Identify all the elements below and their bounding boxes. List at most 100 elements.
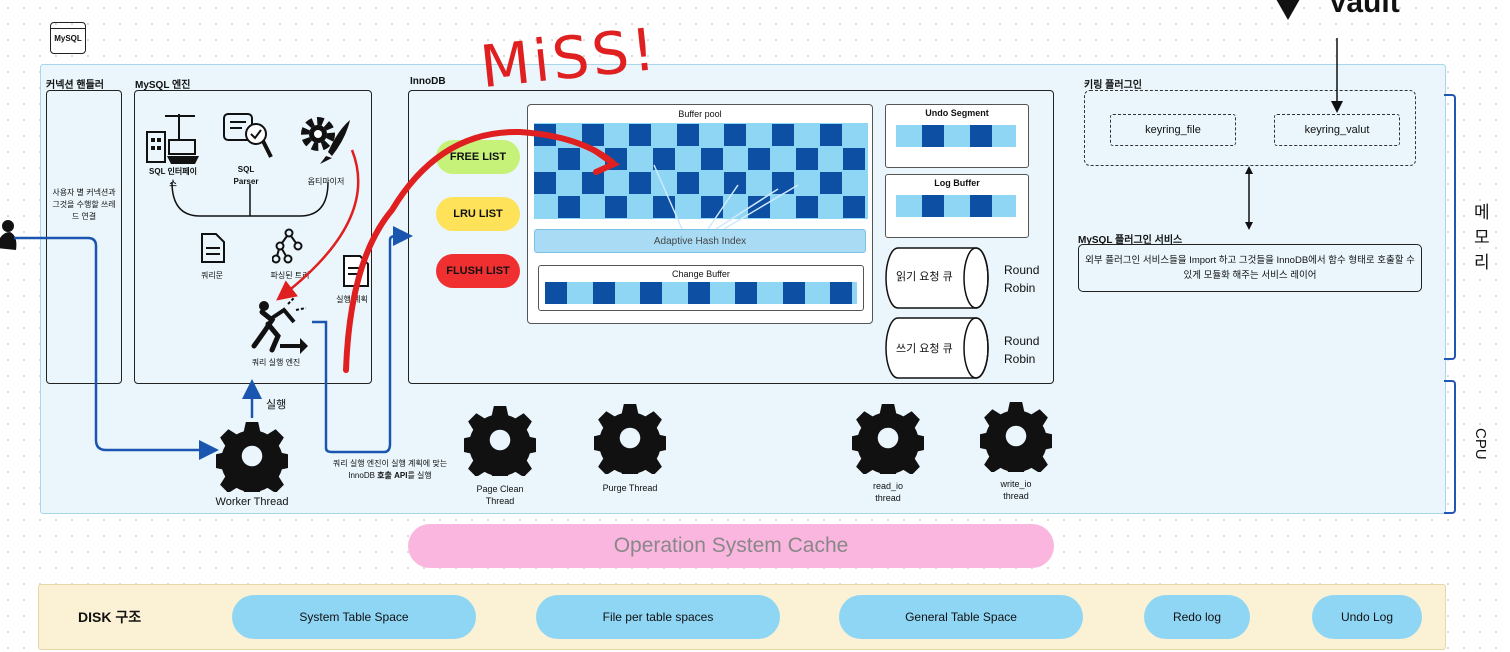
log-buffer-label: Log Buffer xyxy=(934,178,980,188)
buffer-page xyxy=(629,172,652,194)
undo-strip xyxy=(896,125,1016,147)
buffer-page xyxy=(819,172,842,194)
buffer-pool-label: Buffer pool xyxy=(678,109,722,119)
parse-tree-label: 파싱된 트리 xyxy=(270,271,310,280)
mysql-engine-title: MySQL 엔진 xyxy=(135,80,191,91)
keyring-title: 키링 플러그인 xyxy=(1084,80,1142,91)
query-engine-icon xyxy=(251,297,308,354)
change-buffer-label: Change Buffer xyxy=(672,269,730,279)
buffer-page xyxy=(581,172,604,194)
buffer-page xyxy=(605,196,628,218)
query-text-icon xyxy=(201,233,225,263)
keyring-file-box: keyring_file xyxy=(1110,114,1236,146)
user-icon xyxy=(0,220,17,250)
change-buffer-strip xyxy=(545,282,857,304)
buffer-page xyxy=(557,196,580,218)
vault-logo: Vault xyxy=(1272,0,1422,22)
buffer-page xyxy=(843,196,866,218)
buffer-page xyxy=(653,148,675,170)
adaptive-hash-label: Adaptive Hash Index xyxy=(653,235,747,247)
undo-cell xyxy=(922,125,944,147)
buffer-page xyxy=(676,124,699,146)
buffer-pool-grid xyxy=(534,123,868,219)
buffer-page xyxy=(748,148,771,170)
purge-label: Purge Thread xyxy=(602,483,658,493)
change-buffer-page xyxy=(735,282,757,304)
query-engine-label: 쿼리 실행 엔진 xyxy=(251,358,301,367)
keyring-vault-box: keyring_valut xyxy=(1274,114,1400,146)
os-cache: Operation System Cache xyxy=(408,524,1054,568)
buffer-page xyxy=(724,172,747,194)
free-list: FREE LIST xyxy=(436,140,520,174)
buffer-page xyxy=(581,124,604,146)
keyring-vault-label: keyring_valut xyxy=(1304,124,1370,136)
buffer-page xyxy=(795,148,818,170)
change-buffer-page xyxy=(782,282,805,304)
connection-handler-title: 커넥션 핸들러 xyxy=(46,80,104,91)
log-cell xyxy=(922,195,944,217)
os-cache-label: Operation System Cache xyxy=(613,534,849,557)
buffer-page xyxy=(795,196,818,218)
disk-item-general-table-space: General Table Space xyxy=(839,595,1083,639)
page-clean-label: Page Clean Thread xyxy=(476,484,524,506)
exec-label: 실행 xyxy=(266,399,287,411)
undo-segment: Undo Segment xyxy=(885,104,1029,168)
disk-item-file-per-table: File per table spaces xyxy=(536,595,780,639)
sql-parser-icon xyxy=(223,113,273,158)
memory-bracket xyxy=(1444,94,1456,360)
write-io-label: write_io thread xyxy=(1000,479,1032,501)
plugin-service-desc: 외부 플러그인 서비스들을 Import 하고 그것들을 InnoDB에서 함수… xyxy=(1085,255,1415,281)
disk-item-system-table-space: System Table Space xyxy=(232,595,476,639)
change-buffer-page xyxy=(830,282,852,304)
log-cell xyxy=(970,195,992,217)
buffer-page xyxy=(700,148,723,170)
log-buffer: Log Buffer xyxy=(885,174,1029,238)
innodb-title: InnoDB xyxy=(410,76,446,87)
sql-parser-label: SQL Parser xyxy=(233,165,259,186)
disk-item-redo-log: Redo log xyxy=(1144,595,1250,639)
buffer-pool: Buffer pool Adaptive Hash Index Change B… xyxy=(527,104,873,324)
buffer-page xyxy=(772,124,794,146)
cpu-label: CPU xyxy=(1472,428,1489,460)
buffer-page xyxy=(819,124,842,146)
write-queue-label: 쓰기 요청 큐 xyxy=(896,343,953,355)
change-buffer-page xyxy=(592,282,615,304)
keyring-file-label: keyring_file xyxy=(1145,124,1201,136)
change-buffer-page xyxy=(545,282,567,304)
read-queue-label: 읽기 요청 큐 xyxy=(896,271,953,283)
sql-interface-icon xyxy=(146,114,199,164)
cpu-bracket xyxy=(1444,380,1456,514)
buffer-page xyxy=(557,148,580,170)
read-queue-shape xyxy=(885,247,989,309)
buffer-page xyxy=(700,196,723,218)
change-buffer: Change Buffer xyxy=(538,265,864,311)
optimizer-label: 옵티마이저 xyxy=(307,177,345,186)
disk-title: DISK 구조 xyxy=(78,609,142,625)
parse-tree-icon xyxy=(272,228,303,264)
lru-list: LRU LIST xyxy=(436,197,520,231)
round-robin-1: Round Robin xyxy=(1004,263,1040,295)
buffer-page xyxy=(748,196,771,218)
optimizer-icon xyxy=(301,117,350,164)
plugin-service-panel: 외부 플러그인 서비스들을 Import 하고 그것들을 InnoDB에서 함수… xyxy=(1078,244,1422,292)
engine-bracket xyxy=(171,182,329,217)
connection-handler-desc: 사용자 별 커넥션과 그것을 수행할 쓰레드 연결 xyxy=(52,188,116,221)
flush-list: FLUSH LIST xyxy=(436,254,520,288)
buffer-page xyxy=(724,124,747,146)
write-queue-shape xyxy=(885,317,989,379)
disk-item-undo-log: Undo Log xyxy=(1312,595,1422,639)
mysql-logo: MySQL xyxy=(50,22,86,54)
buffer-page xyxy=(629,124,652,146)
query-text-label: 쿼리문 xyxy=(200,271,224,280)
api-note-line1: 쿼리 실행 엔진이 실행 계획에 맞는 xyxy=(332,459,448,468)
buffer-page xyxy=(843,148,866,170)
undo-segment-label: Undo Segment xyxy=(925,108,989,118)
change-buffer-page xyxy=(687,282,710,304)
hash-link-lines xyxy=(653,164,799,230)
api-note: 쿼리 실행 엔진이 실행 계획에 맞는 InnoDB 호출 API를 실행 xyxy=(326,458,454,482)
read-io-label: read_io thread xyxy=(872,481,904,503)
plugin-service-title: MySQL 플러그인 서비스 xyxy=(1078,235,1183,246)
api-note-line2: InnoDB 호출 API를 실행 xyxy=(348,471,432,480)
